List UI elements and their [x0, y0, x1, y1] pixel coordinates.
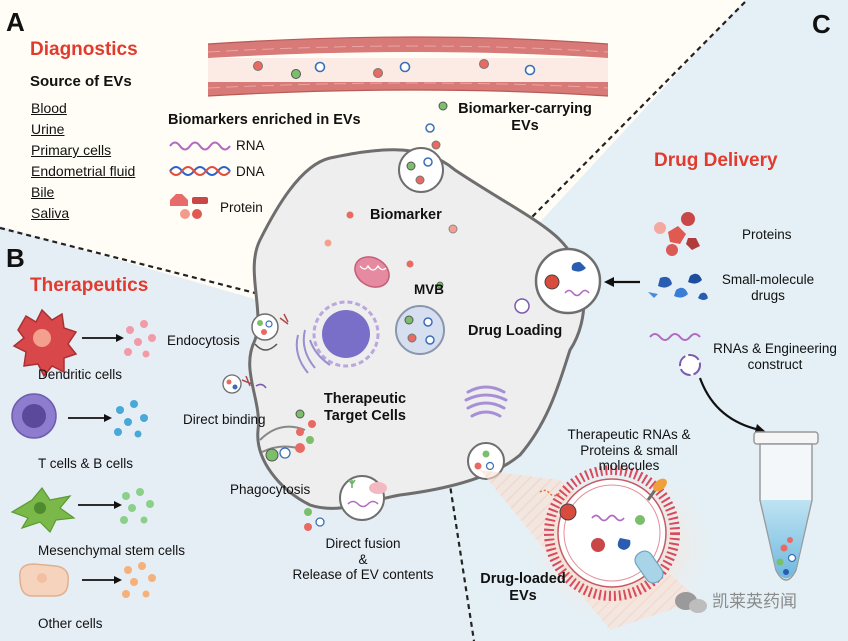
drug-loaded-label: Drug-loaded EVs	[480, 571, 566, 604]
eppendorf-tube	[753, 431, 819, 581]
cargo-arrowhead	[604, 277, 614, 287]
small-molecule-icon	[648, 273, 708, 300]
t-b-evs	[114, 400, 148, 438]
biomarker-carrying-label: Biomarker-carrying EVs	[458, 101, 592, 134]
rna-cargo-icon	[649, 333, 701, 341]
mvb	[395, 305, 445, 355]
budding-drug-ev	[467, 442, 505, 480]
cell-type-label: Other cells	[38, 616, 103, 631]
biomarker-label: Biomarker	[370, 207, 442, 223]
wechat-icon	[675, 592, 707, 613]
protein-cargo-icon	[654, 212, 700, 256]
dna-icon	[169, 166, 231, 176]
diagnostics-title: Diagnostics	[30, 39, 138, 60]
cell-type-label: Mesenchymal stem cells	[38, 543, 186, 558]
direct-binding-label: Direct binding	[183, 412, 266, 427]
cargo-label: Therapeutic RNAs & Proteins & small mole…	[567, 427, 691, 474]
golgi-apparatus	[464, 385, 508, 418]
mvb-label: MVB	[414, 282, 444, 297]
construct-icon	[679, 354, 701, 376]
protein-icon	[170, 194, 208, 219]
endoplasmic-reticulum	[295, 329, 331, 374]
rnas-construct-label: RNAs & Engineering construct	[713, 341, 837, 372]
other-cell-icon	[19, 563, 69, 597]
biomarkers-heading: Biomarkers enriched in EVs	[168, 112, 361, 128]
panel-label-a: A	[6, 7, 25, 37]
endocytosis-label: Endocytosis	[167, 333, 240, 348]
endocytosis-ev	[251, 313, 289, 351]
budding-ev	[398, 147, 444, 193]
msc-evs	[120, 488, 154, 524]
mitochondrion	[354, 256, 390, 288]
t-b-cell-icon	[11, 393, 57, 439]
target-cells-label: Therapeutic Target Cells	[323, 391, 407, 424]
legend-protein-label: Protein	[220, 200, 263, 215]
cell-type-label: Dendritic cells	[38, 367, 123, 382]
ev-dot	[438, 101, 448, 111]
watermark: 凯莱英药闻	[712, 592, 797, 611]
drug-loading-vesicle	[514, 247, 602, 315]
rna-icon	[169, 141, 231, 151]
source-item: Urine	[31, 121, 65, 137]
msc-icon	[10, 486, 76, 534]
source-item: Primary cells	[31, 142, 112, 158]
source-item: Bile	[31, 184, 55, 200]
direct-binding-ev	[222, 374, 267, 394]
direct-fusion-ev	[304, 475, 387, 531]
panel-label-c: C	[812, 9, 831, 39]
therapeutics-title: Therapeutics	[30, 275, 149, 296]
drug-delivery-title: Drug Delivery	[654, 150, 778, 171]
nucleus	[312, 300, 380, 368]
other-evs	[122, 562, 156, 598]
phagocytosis-ev	[259, 425, 314, 462]
drug-loaded-ev	[539, 465, 680, 601]
source-item: Endometrial fluid	[31, 163, 136, 179]
cell-type-label: T cells & B cells	[38, 456, 134, 471]
legend-rna-label: RNA	[236, 138, 265, 153]
tube-arrow	[698, 377, 761, 432]
dendritic-cell-icon	[12, 308, 78, 378]
panel-label-b: B	[6, 243, 25, 273]
ev-dot	[425, 123, 435, 133]
ev-dot	[431, 140, 441, 150]
source-item: Saliva	[31, 205, 70, 221]
blood-vessel	[207, 36, 609, 97]
phagocytosis-label: Phagocytosis	[230, 482, 311, 497]
small-molecule-label: Small-molecule drugs	[721, 272, 815, 303]
proteins-label: Proteins	[742, 227, 792, 242]
source-item: Blood	[31, 100, 67, 116]
source-heading: Source of EVs	[30, 73, 132, 90]
legend-dna-label: DNA	[236, 164, 265, 179]
dendritic-evs	[124, 320, 156, 358]
drug-loading-label: Drug Loading	[468, 323, 563, 339]
direct-fusion-label: Direct fusion & Release of EV contents	[292, 536, 434, 583]
